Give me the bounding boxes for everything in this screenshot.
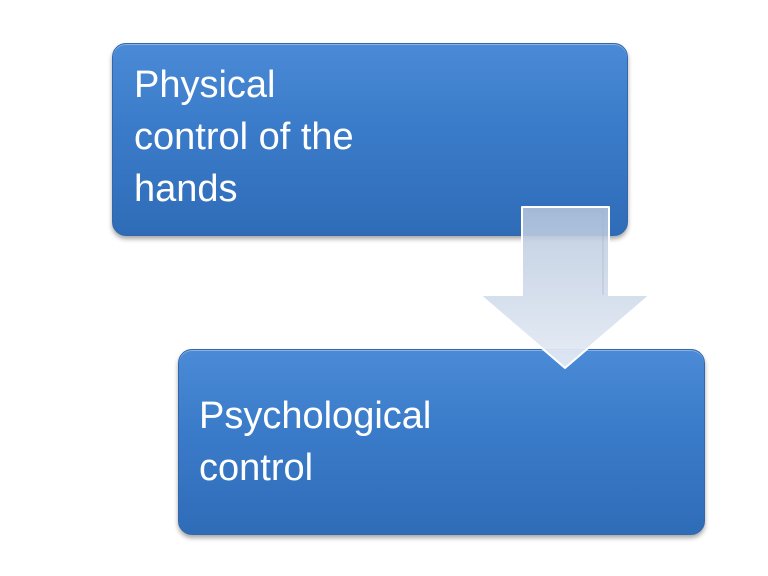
box-psychological-control-label: Psychological control	[199, 395, 432, 489]
box-physical-control-label: Physical control of the hands	[134, 64, 354, 210]
box-psychological-control: Psychological control	[178, 349, 705, 535]
down-arrow-icon	[479, 206, 651, 369]
box-physical-control: Physical control of the hands	[112, 43, 628, 236]
